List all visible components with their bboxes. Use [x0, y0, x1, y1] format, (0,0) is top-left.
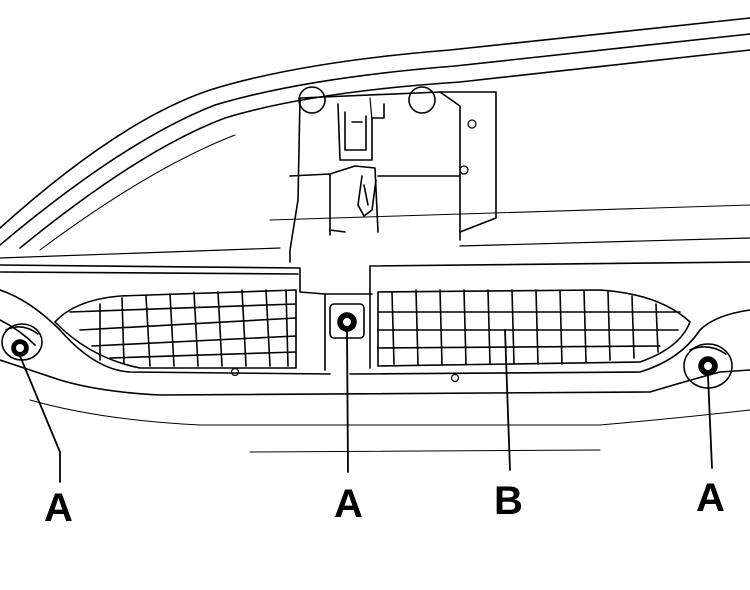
fastener-nut-center [329, 303, 365, 339]
leader-lines [19, 329, 713, 483]
callout-label-b: B [494, 479, 523, 523]
center-housing [289, 86, 497, 263]
grille-right [377, 289, 691, 367]
callout-label-a-center: A [334, 482, 363, 526]
small-screws [230, 367, 460, 383]
fastener-nut-left [1, 323, 43, 361]
grille-left [54, 289, 297, 369]
callout-label-a-left: A [44, 486, 73, 530]
windshield-contour-lines [0, 17, 750, 259]
callout-label-a-right: A [696, 476, 725, 520]
cowl-panel [0, 261, 750, 453]
